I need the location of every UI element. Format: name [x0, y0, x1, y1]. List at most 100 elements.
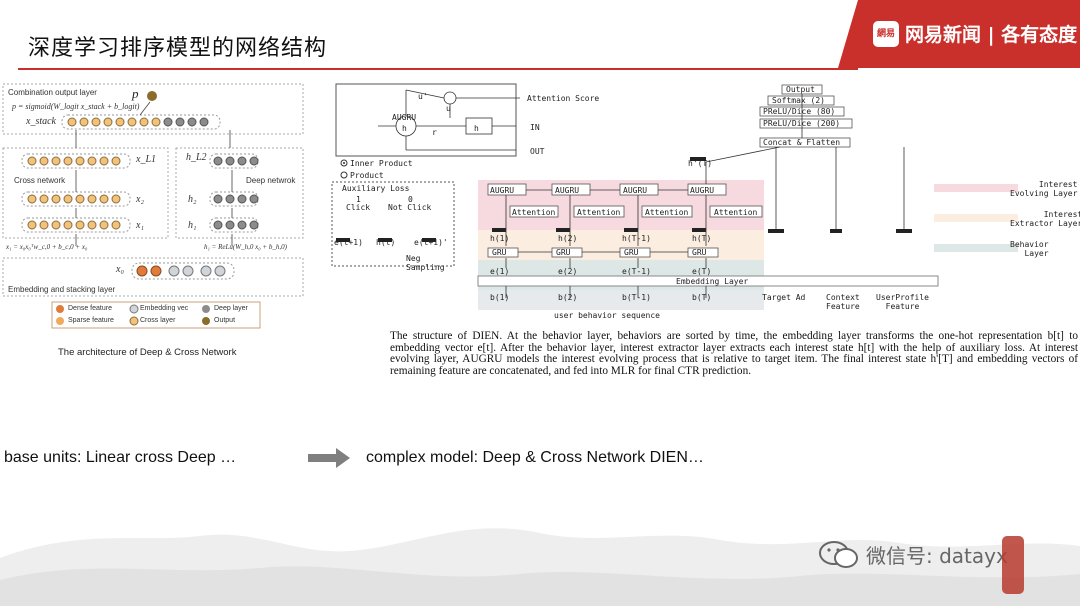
embedding-stacking-label: Embedding and stacking layer — [8, 285, 116, 294]
gru-cell-2: GRU — [556, 248, 571, 257]
target-ad-label: Target Ad — [762, 293, 806, 302]
b-state-1: b(1) — [490, 293, 510, 302]
h-prime-t-label: h'(T) — [688, 159, 713, 168]
legend-cross: Cross layer — [140, 317, 176, 324]
embedding-box — [2, 257, 304, 297]
x-l1-label: x_L1 — [136, 154, 156, 165]
netease-logo-icon: 網易 — [873, 21, 899, 47]
output-node — [147, 91, 157, 101]
x-stack-nodes — [67, 117, 209, 127]
deep-network-box — [175, 147, 304, 239]
h-state-2: h(2) — [558, 234, 578, 243]
auxiliary-loss-label: Auxiliary Loss — [342, 184, 410, 193]
combination-output-label: Combination output layer — [8, 88, 97, 97]
dien-caption: The structure of DIEN. At the behavior l… — [390, 330, 1078, 377]
legend-output: Output — [214, 317, 236, 324]
click-1-label: 1 — [356, 195, 361, 204]
h-state-3: h(T-1) — [622, 234, 651, 243]
mlp-concat: Concat & Flatten — [763, 138, 841, 147]
neg-sampling-label: Neg Sampling — [406, 254, 445, 272]
h2-label: h₂ — [188, 194, 197, 205]
h-l2-label: h_L2 — [186, 152, 207, 163]
brand-banner — [838, 0, 1080, 68]
e-state-1: e(1) — [490, 267, 510, 276]
e-state-4: e(T) — [692, 267, 712, 276]
complex-model-text: complex model: Deep & Cross Network DIEN… — [366, 449, 704, 466]
click-label: Click — [346, 203, 371, 212]
legend-embedding: Embedding vec — [140, 305, 189, 312]
user-behavior-band — [478, 290, 764, 310]
u-label: u — [446, 104, 451, 113]
augru-cell-box — [335, 83, 517, 157]
mlp-output: Output — [786, 85, 815, 94]
brand-text: 网易新闻 | 各有态度 — [905, 24, 1078, 46]
attention-cell-1: Attention — [512, 208, 556, 217]
wechat-icon — [819, 541, 858, 568]
attention-cell-4: Attention — [714, 208, 758, 217]
h1-label: h₁ — [188, 220, 197, 231]
e-state-2: e(2) — [558, 267, 578, 276]
red-seal-stamp — [1002, 536, 1024, 594]
x1-label: x₁ — [136, 220, 144, 231]
legend-dense: Dense feature — [68, 305, 112, 312]
h-gate-label: h — [474, 124, 479, 133]
legend-swatch-extractor — [934, 214, 1018, 222]
h-cell-label: h — [402, 124, 407, 133]
base-units-text: base units: Linear cross Deep … — [4, 449, 237, 466]
user-profile-feature-label: UserProfile Feature — [876, 293, 929, 311]
gru-cell-1: GRU — [492, 248, 507, 257]
embedding-layer-label: Embedding Layer — [676, 277, 749, 286]
x-stack-label: x_stack — [26, 116, 56, 127]
attention-score-label: Attention Score — [527, 94, 600, 103]
x0-label: x₀ — [116, 264, 124, 275]
augru-cell-4: AUGRU — [690, 186, 715, 195]
x2-label: x₂ — [136, 194, 144, 205]
h-state-1: h(1) — [490, 234, 510, 243]
embedding-layer-box — [477, 275, 939, 287]
user-behavior-sequence-label: user behavior sequence — [554, 311, 660, 320]
wechat-watermark: 微信号: datayx — [866, 544, 1008, 568]
cross-layer-rows — [21, 153, 131, 233]
h-state-4: h(T) — [692, 234, 712, 243]
r-label: r — [432, 128, 437, 137]
legend-swatch-evolving — [934, 184, 1018, 192]
inner-product-label: Inner Product — [350, 159, 413, 168]
deep-layer-rows — [209, 153, 259, 233]
legend-evolving-label: Interest Evolving Layer — [1010, 180, 1078, 198]
cross-formula: x₁ = x₀x₀ᵀw_c,0 + b_c,0 + x₀ — [6, 243, 88, 251]
dcn-diagram — [2, 83, 304, 329]
gru-cell-4: GRU — [692, 248, 707, 257]
legend-swatch-behavior — [934, 244, 1018, 252]
mountain-landscape-image — [0, 528, 1080, 606]
combination-box — [2, 83, 304, 135]
augru-cell-1: AUGRU — [490, 186, 515, 195]
h-t-label: h(t) — [376, 238, 396, 247]
legend-deep: Deep layer — [214, 305, 248, 312]
b-state-4: b(T) — [692, 293, 712, 302]
attention-cell-2: Attention — [577, 208, 621, 217]
mlp-prelu-80: PReLU/Dice (80) — [763, 107, 836, 116]
legend-sparse: Sparse feature — [68, 317, 114, 324]
dcn-legend-swatches — [56, 304, 210, 326]
deep-formula: h₁ = ReLu(W_h,0 x₀ + b_h,0) — [204, 243, 287, 251]
augru-box-label: AUGRU — [392, 113, 417, 122]
u-prime-label: u' — [418, 92, 428, 101]
b-state-3: b(T-1) — [622, 293, 651, 302]
slide-title: 深度学习排序模型的网络结构 — [28, 36, 328, 61]
title-underline — [18, 68, 858, 70]
x0-nodes — [136, 265, 226, 277]
augru-cell-2: AUGRU — [555, 186, 580, 195]
context-feature-label: Context Feature — [826, 293, 860, 311]
e-t1-label: e(t+1) — [334, 238, 363, 247]
right-arrow-icon — [308, 448, 350, 468]
p-symbol: p — [132, 86, 139, 101]
augru-cell-3: AUGRU — [623, 186, 648, 195]
e-state-3: e(T-1) — [622, 267, 651, 276]
in-label: IN — [530, 123, 540, 132]
legend-behavior-label: Behavior Layer — [1010, 240, 1049, 258]
gru-cell-3: GRU — [624, 248, 639, 257]
not-click-0-label: 0 — [408, 195, 413, 204]
attention-cell-3: Attention — [645, 208, 689, 217]
b-state-2: b(2) — [558, 293, 578, 302]
cross-network-label: Cross network — [14, 176, 66, 185]
